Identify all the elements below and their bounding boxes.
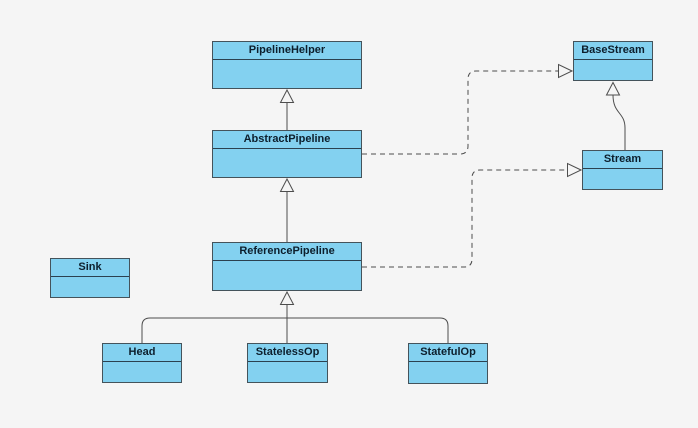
class-members-compartment: [574, 60, 652, 80]
class-name-label: PipelineHelper: [213, 42, 361, 60]
class-members-compartment: [51, 277, 129, 297]
class-node-sink[interactable]: Sink: [50, 258, 130, 298]
class-name-label: BaseStream: [574, 42, 652, 60]
realization-arrow-icon: [558, 63, 574, 79]
class-node-pipelinehelper[interactable]: PipelineHelper: [212, 41, 362, 89]
class-members-compartment: [213, 261, 361, 290]
edge-children-extend-referencepipeline: [141, 290, 449, 343]
generalization-arrow-icon: [605, 81, 621, 96]
generalization-arrow-icon: [279, 290, 295, 305]
class-name-label: StatefulOp: [409, 344, 487, 362]
edge-referencepipeline-extends-abstractpipeline: [279, 177, 295, 242]
class-node-head[interactable]: Head: [102, 343, 182, 383]
class-name-label: Stream: [583, 151, 662, 169]
class-members-compartment: [583, 169, 662, 189]
class-name-label: Sink: [51, 259, 129, 277]
class-name-label: StatelessOp: [248, 344, 327, 362]
class-node-referencepipeline[interactable]: ReferencePipeline: [212, 242, 362, 291]
class-members-compartment: [103, 362, 181, 382]
class-node-statefulop[interactable]: StatefulOp: [408, 343, 488, 384]
generalization-arrow-icon: [279, 88, 295, 103]
class-members-compartment: [248, 362, 327, 382]
edge-abstractpipeline-realizes-basestream: [362, 63, 574, 155]
class-node-statelessop[interactable]: StatelessOp: [247, 343, 328, 383]
class-members-compartment: [213, 149, 361, 177]
class-members-compartment: [213, 60, 361, 88]
edge-stream-extends-basestream: [605, 81, 626, 150]
class-name-label: Head: [103, 344, 181, 362]
generalization-arrow-icon: [279, 177, 295, 192]
class-node-basestream[interactable]: BaseStream: [573, 41, 653, 81]
realization-arrow-icon: [567, 162, 583, 178]
class-name-label: AbstractPipeline: [213, 131, 361, 149]
class-node-stream[interactable]: Stream: [582, 150, 663, 190]
class-node-abstractpipeline[interactable]: AbstractPipeline: [212, 130, 362, 178]
class-name-label: ReferencePipeline: [213, 243, 361, 261]
edge-referencepipeline-realizes-stream: [362, 162, 583, 268]
edge-abstractpipeline-extends-pipelinehelper: [279, 88, 295, 130]
class-members-compartment: [409, 362, 487, 383]
